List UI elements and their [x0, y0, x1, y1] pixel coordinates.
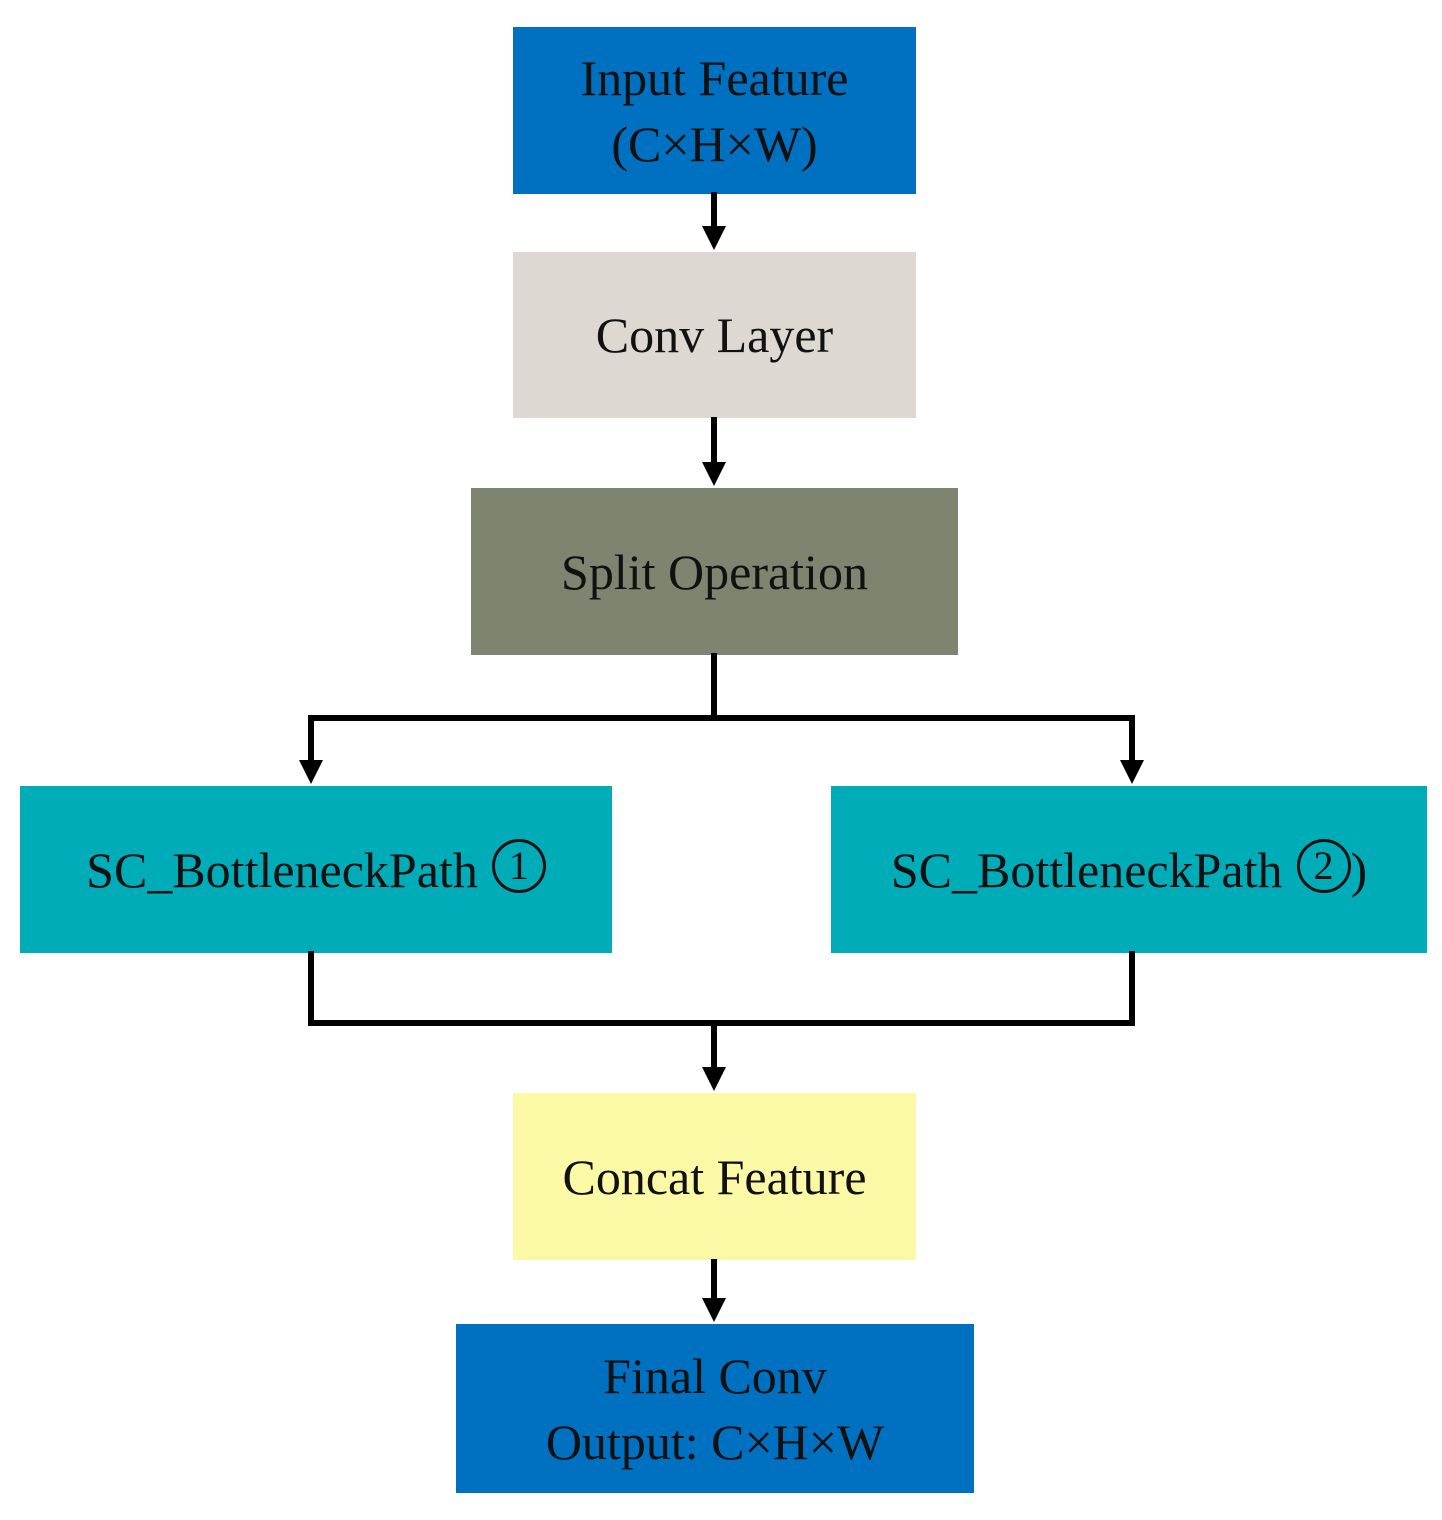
concat-feature-label: Concat Feature	[562, 1148, 867, 1205]
input-feature-title: Input Feature	[580, 49, 849, 106]
arrowhead-icon	[702, 462, 726, 486]
bottleneck-path-2-node: SC_BottleneckPath 2 )	[831, 786, 1427, 953]
bottleneck-path-2-label: SC_BottleneckPath	[890, 841, 1283, 898]
arrowhead-icon	[1120, 760, 1144, 784]
bottleneck-path-2-suffix: )	[1350, 841, 1368, 898]
conv-layer-label: Conv Layer	[595, 307, 834, 363]
arrowhead-icon	[702, 1298, 726, 1322]
arrowhead-icon	[299, 760, 323, 784]
conv-layer-node: Conv Layer	[513, 252, 916, 418]
bottleneck-path-1-label: SC_BottleneckPath	[86, 841, 478, 898]
final-conv-title: Final Conv	[603, 1347, 827, 1404]
split-branch-connector	[308, 715, 1135, 767]
circled-number-2-icon: 2	[1296, 838, 1351, 893]
arrowhead-icon	[702, 226, 726, 250]
concat-feature-node: Concat Feature	[513, 1093, 916, 1260]
split-operation-node: Split Operation	[471, 488, 958, 655]
split-operation-label: Split Operation	[561, 543, 868, 600]
input-feature-shape: (C×H×W)	[611, 115, 818, 172]
circled-number-1-icon: 1	[491, 838, 546, 893]
bottleneck-path-1-node: SC_BottleneckPath 1	[20, 786, 612, 953]
merge-connector	[308, 951, 1135, 1026]
final-conv-output: Output: C×H×W	[545, 1413, 885, 1470]
final-conv-node: Final Conv Output: C×H×W	[456, 1324, 974, 1493]
input-feature-node: Input Feature (C×H×W)	[513, 27, 916, 194]
arrowhead-icon	[702, 1067, 726, 1091]
